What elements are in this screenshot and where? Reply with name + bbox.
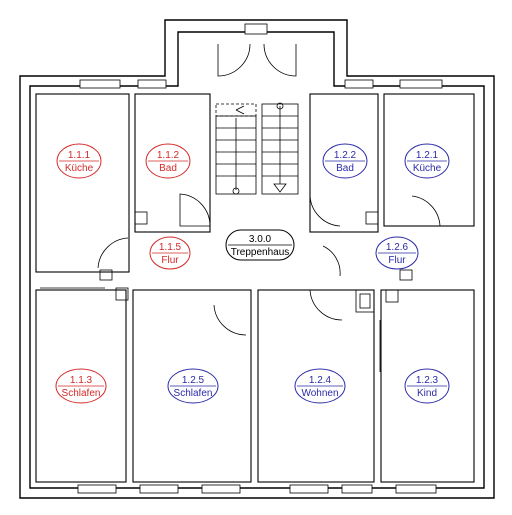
staircase: [215, 102, 299, 195]
room-name: Treppenhaus: [231, 247, 290, 258]
room-number: 1.2.6: [386, 242, 409, 253]
room-number: 1.1.1: [68, 150, 91, 161]
room-number: 1.2.5: [182, 375, 205, 386]
room-name: Küche: [65, 163, 94, 174]
room-name: Schlafen: [62, 388, 101, 399]
room-name: Kind: [417, 388, 437, 399]
room-number: 3.0.0: [249, 234, 272, 245]
room-name: Schlafen: [174, 388, 213, 399]
interior-walls: [35, 93, 475, 483]
room-name: Küche: [413, 163, 442, 174]
entrance-door: [217, 43, 297, 77]
room-number: 1.1.3: [70, 375, 93, 386]
room-number: 1.2.3: [416, 375, 439, 386]
room-number: 1.2.1: [416, 150, 439, 161]
room-number: 1.1.5: [159, 242, 182, 253]
room-name: Flur: [161, 255, 179, 266]
room-name: Wohnen: [301, 388, 338, 399]
room-number: 1.1.2: [157, 150, 180, 161]
windows: [77, 23, 443, 494]
stair-treads: [216, 115, 298, 177]
outer-walls: [19, 19, 495, 499]
room-number: 1.2.2: [334, 150, 357, 161]
room-name: Bad: [336, 163, 354, 174]
doors: [40, 193, 441, 372]
room-name: Flur: [388, 255, 406, 266]
room-number: 1.2.4: [309, 375, 332, 386]
room-name: Bad: [159, 163, 177, 174]
